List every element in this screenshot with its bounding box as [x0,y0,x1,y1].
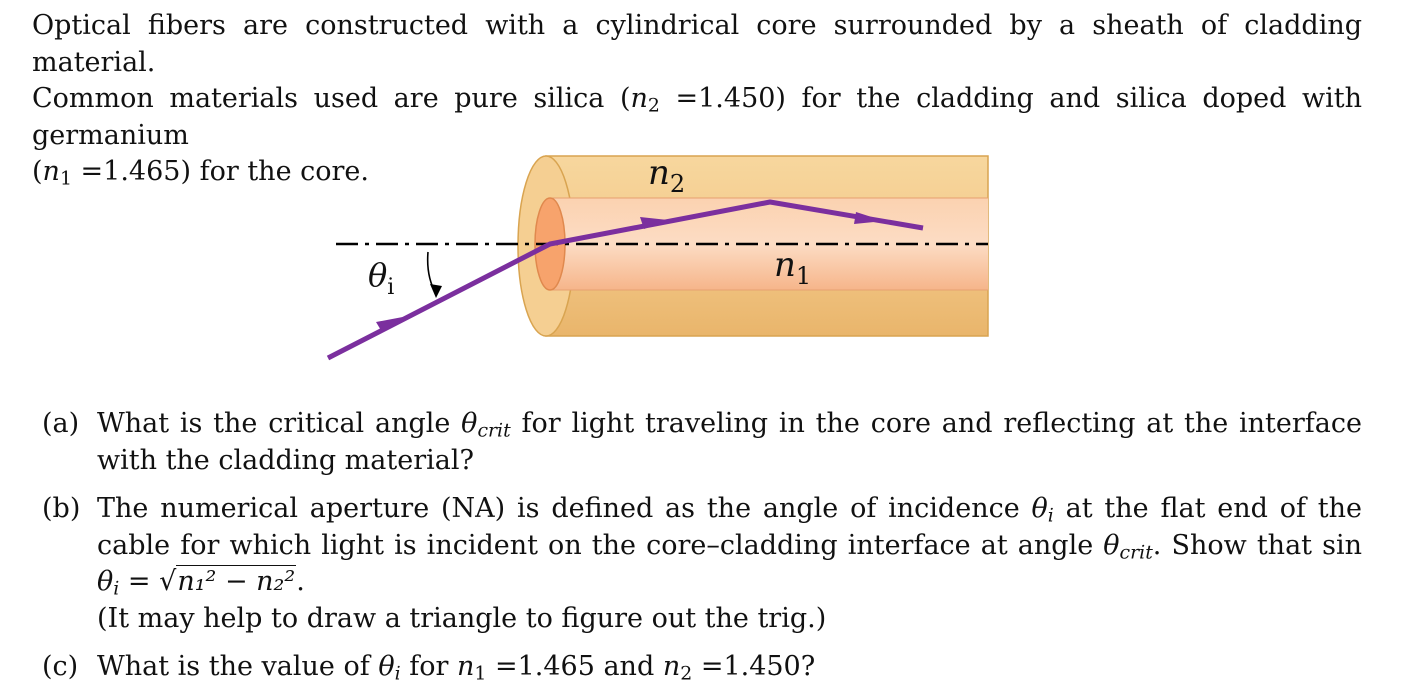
question-text-part: =1.465 and [486,651,663,682]
ray-arrow [640,217,668,229]
question-text-part: for [400,651,457,682]
intro-line-2: Common materials used are pure silica (n… [32,81,1362,154]
question-text-part: What is the value of [97,651,379,682]
theta-subscript: crit [1119,541,1153,564]
question-text-part: at the flat end of the cable for which l… [97,493,1363,561]
n1-subscript: 1 [474,662,487,685]
question-a: (a) What is the critical angle θcrit for… [42,406,1362,479]
intro-text: ( [32,156,43,187]
radicand: n₁² − n₂² [176,565,297,597]
intro-line-1: Optical fibers are constructed with a cy… [32,10,1362,78]
intro-text: Common materials used are pure silica ( [32,83,631,114]
n2-symbol: n [630,83,648,114]
question-text-part: =1.450? [692,651,816,682]
question-label: (c) [42,651,79,682]
ray-arrow [854,212,884,224]
question-text-part: (It may help to draw a triangle to figur… [97,602,827,634]
n2-subscript: 2 [647,94,660,117]
theta-symbol: θ [97,566,114,597]
question-text-part: . [296,566,305,597]
optical-fiber-diagram: n2 n1 θi [326,153,989,361]
intro-text: =1.450) for the cladding and silica dope… [32,83,1362,151]
question-text-part: . Show that sin [1152,529,1362,561]
ray-arrow [376,316,408,332]
intro-text: =1.465) for the core. [71,156,369,187]
n1-symbol: n [456,651,475,682]
theta-symbol: θ [378,651,395,682]
question-text: The numerical aperture (NA) is defined a… [97,491,1362,637]
equals-sign: = [119,566,160,597]
question-c: (c) What is the value of θi for n1 =1.46… [42,649,1362,686]
n2-symbol: n [662,651,681,682]
intro-paragraph: Optical fibers are constructed with a cy… [32,8,1362,191]
square-root: √n₁² − n₂² [159,565,297,597]
question-text-part: for light traveling in the core and refl… [97,408,1362,476]
n1-symbol: n [42,156,60,187]
n2-label: n2 [648,153,685,198]
question-label: (b) [42,493,81,524]
theta-symbol: θ [1103,529,1120,561]
theta-i-label: θi [368,256,394,300]
theta-subscript: i [1047,504,1054,527]
intro-line-3: (n1 =1.465) for the core. [32,154,1362,191]
n1-subscript: 1 [59,167,72,190]
n2-subscript: 2 [680,662,693,685]
theta-symbol: θ [461,408,478,439]
angle-arrowhead [430,284,442,298]
theta-subscript: crit [477,419,511,442]
question-label: (a) [42,408,80,439]
question-b: (b) The numerical aperture (NA) is defin… [42,491,1362,637]
theta-symbol: θ [1031,493,1048,524]
n1-label: n1 [774,245,811,290]
question-text: What is the value of θi for n1 =1.465 an… [97,649,1362,686]
question-text-part: What is the critical angle [97,408,462,439]
theta-subscript: i [113,577,120,600]
question-text: What is the critical angle θcrit for lig… [97,406,1362,479]
question-text-part: The numerical aperture (NA) is defined a… [97,493,1032,524]
